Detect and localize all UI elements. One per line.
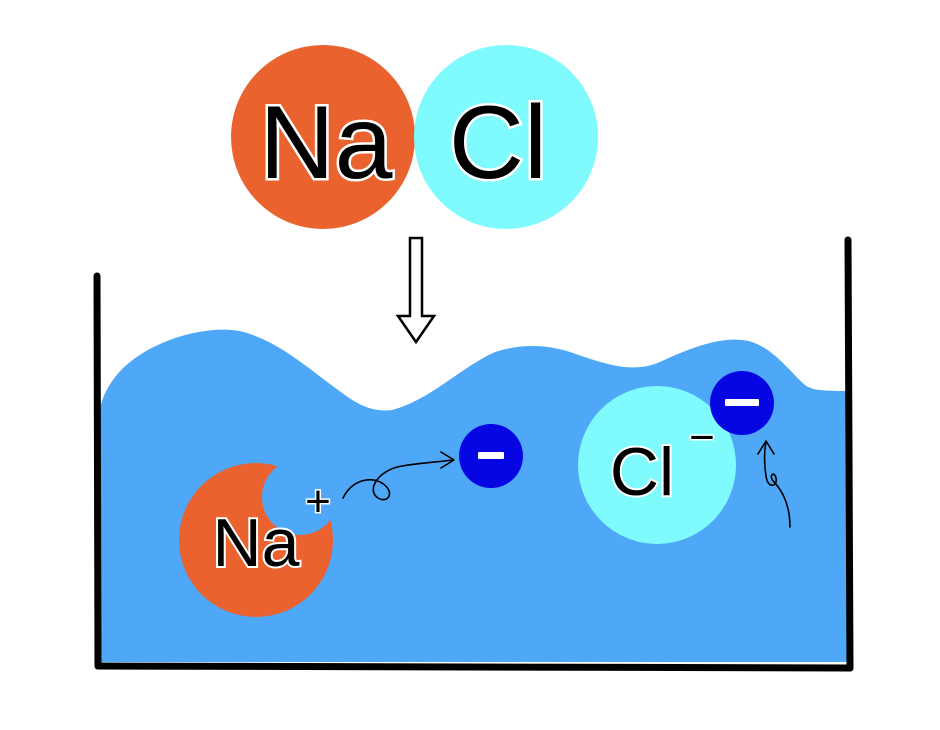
electron-attached [710, 371, 774, 435]
chloride-ion-body [578, 386, 736, 544]
container-left-wall [93, 272, 102, 670]
sodium-ion-charge: + [305, 477, 331, 526]
electron-free [459, 424, 523, 488]
sodium-ion: Na + [179, 459, 338, 617]
container-right-wall [844, 236, 854, 672]
chloride-ion: Cl − [578, 386, 736, 544]
chloride-ion-symbol: Cl [610, 434, 674, 510]
down-arrow-icon [395, 236, 437, 345]
container-bottom [94, 662, 854, 672]
electron-minus-sign [478, 452, 504, 459]
chlorine-atom [414, 45, 598, 229]
chlorine-symbol: Cl [449, 85, 547, 201]
sodium-ion-vacancy [262, 459, 338, 535]
container [93, 236, 854, 672]
sodium-symbol: Na [260, 85, 393, 201]
electron-transfer-arrow-chloride [757, 440, 791, 528]
nacl-molecule: Na Cl [231, 45, 598, 229]
sodium-atom [231, 45, 415, 229]
sodium-ion-symbol: Na [213, 505, 300, 581]
electron-minus-sign [725, 399, 759, 406]
chloride-ion-charge: − [689, 413, 715, 462]
electron-transfer-arrow-sodium [342, 451, 455, 501]
